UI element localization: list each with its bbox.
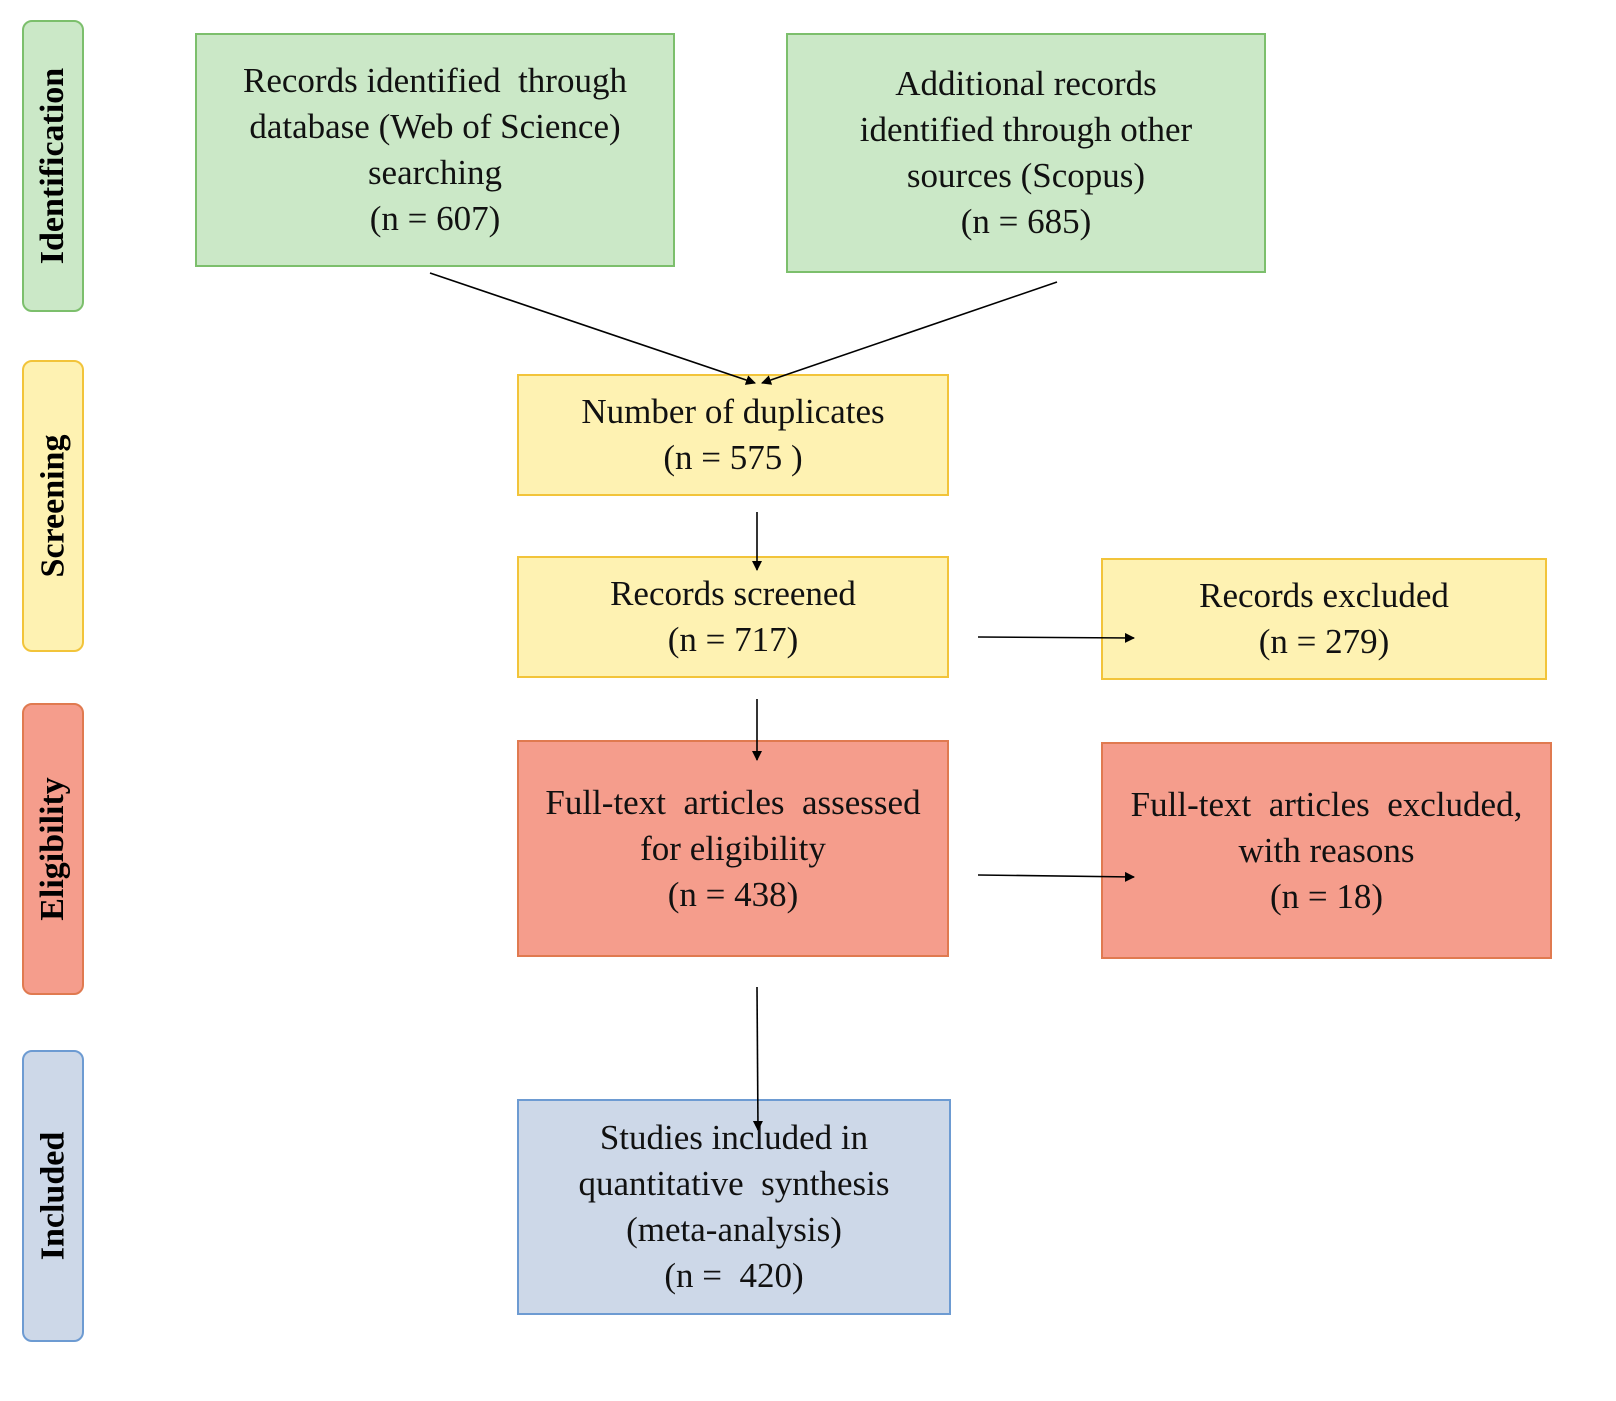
box-records-excluded-count: (n = 279) [1258,622,1390,661]
arrow-screened-to-excluded [977,632,1135,643]
box-studies-included-line: Studies included in [599,1118,869,1157]
box-database-records: Records identified through database (Web… [195,33,675,267]
box-other-records-line: identified through other [859,110,1193,149]
box-other-records-line: sources (Scopus) [906,156,1146,195]
box-fulltext-assessed: Full-text articles assessed for eligibil… [517,740,949,957]
box-other-records-line: Additional records [895,64,1157,103]
box-duplicates-count: (n = 575 ) [663,438,803,477]
box-records-screened-count: (n = 717) [667,620,799,659]
box-fulltext-assessed-count: (n = 438) [667,874,799,914]
box-database-records-line: searching [367,153,503,192]
box-duplicates-line: Number of duplicates [581,392,885,431]
box-records-screened-line: Records screened [610,574,856,613]
arrow-other-to-duplicates [761,281,1058,385]
box-fulltext-excluded-count: (n = 18) [1269,876,1384,916]
box-fulltext-excluded-line: Full-text articles excluded, [1130,784,1523,824]
box-database-records-line: Records identified through [243,61,627,100]
box-fulltext-assessed-line: for eligibility [640,828,826,868]
box-records-excluded-line: Records excluded [1199,576,1449,615]
box-database-records-count: (n = 607) [369,199,501,238]
phase-eligibility: Eligibility [22,703,84,995]
box-studies-included: Studies included in quantitative synthes… [517,1099,951,1315]
box-records-excluded: Records excluded (n = 279) [1101,558,1547,680]
arrow-fulltext-to-excluded [977,871,1135,882]
box-fulltext-excluded: Full-text articles excluded, with reason… [1101,742,1552,959]
phase-identification: Identification [22,20,84,312]
box-studies-included-count: (n = 420) [664,1256,804,1295]
arrow-fulltext-to-included [752,986,763,1131]
box-studies-included-line: (meta-analysis) [626,1210,842,1249]
box-fulltext-excluded-line: with reasons [1238,830,1415,870]
box-other-records: Additional records identified through ot… [786,33,1266,273]
box-fulltext-assessed-line: Full-text articles assessed [545,782,921,822]
phase-screening: Screening [22,360,84,652]
phase-included: Included [22,1050,84,1342]
box-studies-included-line: quantitative synthesis [578,1164,890,1203]
box-records-screened: Records screened (n = 717) [517,556,949,678]
arrow-database-to-duplicates [429,272,756,385]
box-duplicates: Number of duplicates (n = 575 ) [517,374,949,496]
box-other-records-count: (n = 685) [960,202,1092,241]
box-database-records-line: database (Web of Science) [249,107,621,146]
